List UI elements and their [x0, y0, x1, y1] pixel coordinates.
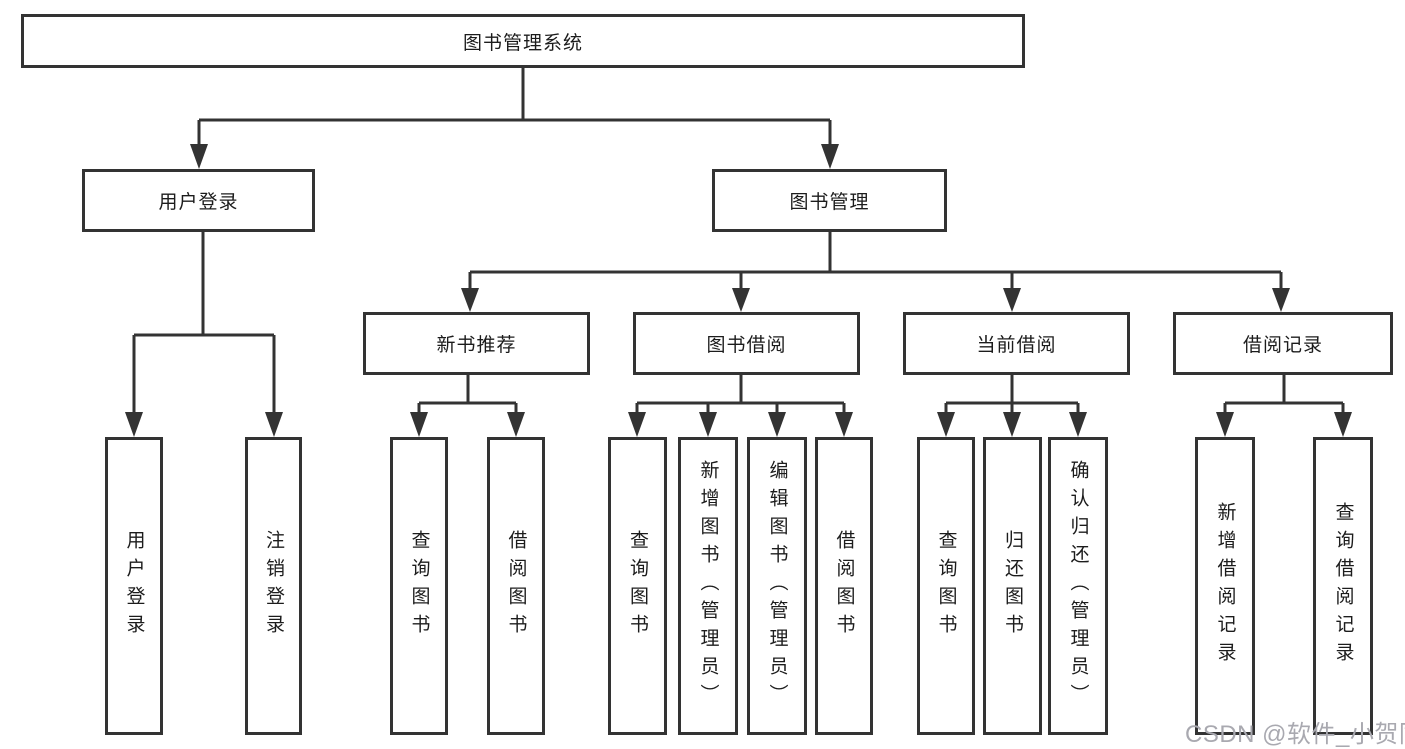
csdn-watermark: CSDN @软件_小贺同学: [1185, 721, 1405, 748]
node-label: 新增图书（管理员）: [697, 460, 719, 712]
node-book-management: 图书管理: [712, 169, 947, 232]
node-label: 借阅图书: [833, 530, 855, 642]
leaf-query-books: 查询图书: [390, 437, 448, 735]
node-new-book-recommendation: 新书推荐: [363, 312, 590, 375]
leaf-add-borrow-record: 新增借阅记录: [1195, 437, 1255, 735]
node-label: 查询图书: [935, 530, 957, 642]
node-label: 查询图书: [408, 530, 430, 642]
node-label: 归还图书: [1002, 530, 1023, 642]
leaf-edit-books-admin: 编辑图书（管理员）: [747, 437, 807, 735]
leaf-borrow-books: 借阅图书: [487, 437, 545, 735]
node-user-login: 用户登录: [82, 169, 315, 232]
leaf-borrow-books: 借阅图书: [815, 437, 873, 735]
node-label: 查询借阅记录: [1332, 502, 1354, 670]
node-label: 当前借阅: [976, 335, 1057, 356]
node-library-management-system: 图书管理系统: [21, 14, 1025, 68]
leaf-query-borrow-record: 查询借阅记录: [1313, 437, 1373, 735]
node-label: 图书管理: [789, 192, 870, 213]
node-current-borrowing: 当前借阅: [903, 312, 1130, 375]
node-label: 新书推荐: [436, 335, 517, 356]
node-label: 查询图书: [627, 530, 648, 642]
node-label: 用户登录: [123, 530, 145, 642]
node-label: 用户登录: [158, 192, 239, 213]
leaf-logout: 注销登录: [245, 437, 302, 735]
node-label: 图书借阅: [706, 335, 787, 356]
leaf-add-books-admin: 新增图书（管理员）: [678, 437, 738, 735]
node-label: 图书管理系统: [462, 32, 583, 54]
node-borrowing-records: 借阅记录: [1173, 312, 1393, 375]
node-book-borrowing: 图书借阅: [633, 312, 860, 375]
leaf-query-books: 查询图书: [917, 437, 975, 735]
node-label: 注销登录: [263, 530, 284, 642]
leaf-confirm-return-admin: 确认归还（管理员）: [1048, 437, 1108, 735]
node-label: 确认归还（管理员）: [1067, 460, 1089, 712]
node-label: 编辑图书（管理员）: [766, 460, 788, 712]
leaf-query-books: 查询图书: [608, 437, 667, 735]
node-label: 借阅记录: [1242, 335, 1323, 356]
node-label: 新增借阅记录: [1214, 502, 1236, 670]
leaf-user-login: 用户登录: [105, 437, 163, 735]
node-label: 借阅图书: [505, 530, 527, 642]
leaf-return-books: 归还图书: [983, 437, 1042, 735]
